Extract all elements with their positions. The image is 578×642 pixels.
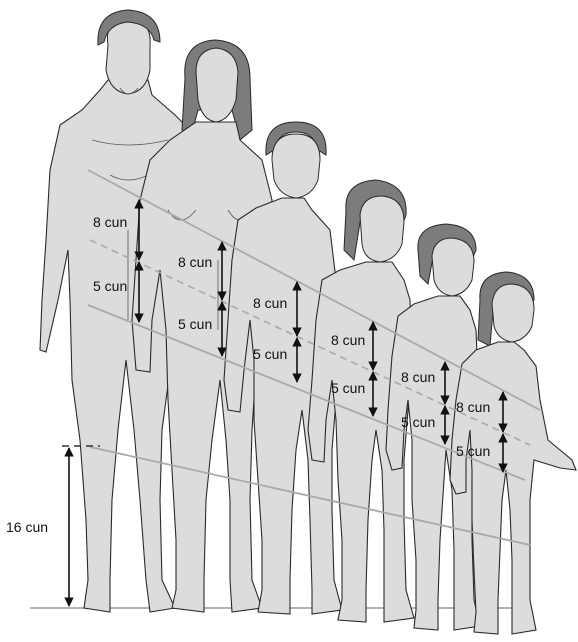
label-teen-upper: 8 cun [253,295,287,311]
label-toddler-upper: 8 cun [456,399,490,415]
label-adolescent-lower: 5 cun [331,380,365,396]
label-child-upper: 8 cun [401,369,435,385]
label-teen-lower: 5 cun [253,346,287,362]
label-woman-lower: 5 cun [178,316,212,332]
label-toddler-lower: 5 cun [456,443,490,459]
label-man-upper: 8 cun [93,214,127,230]
label-woman-upper: 8 cun [178,254,212,270]
label-adolescent-upper: 8 cun [331,332,365,348]
label-leg: 16 cun [6,519,48,535]
label-child-lower: 5 cun [401,414,435,430]
label-man-lower: 5 cun [93,278,127,294]
